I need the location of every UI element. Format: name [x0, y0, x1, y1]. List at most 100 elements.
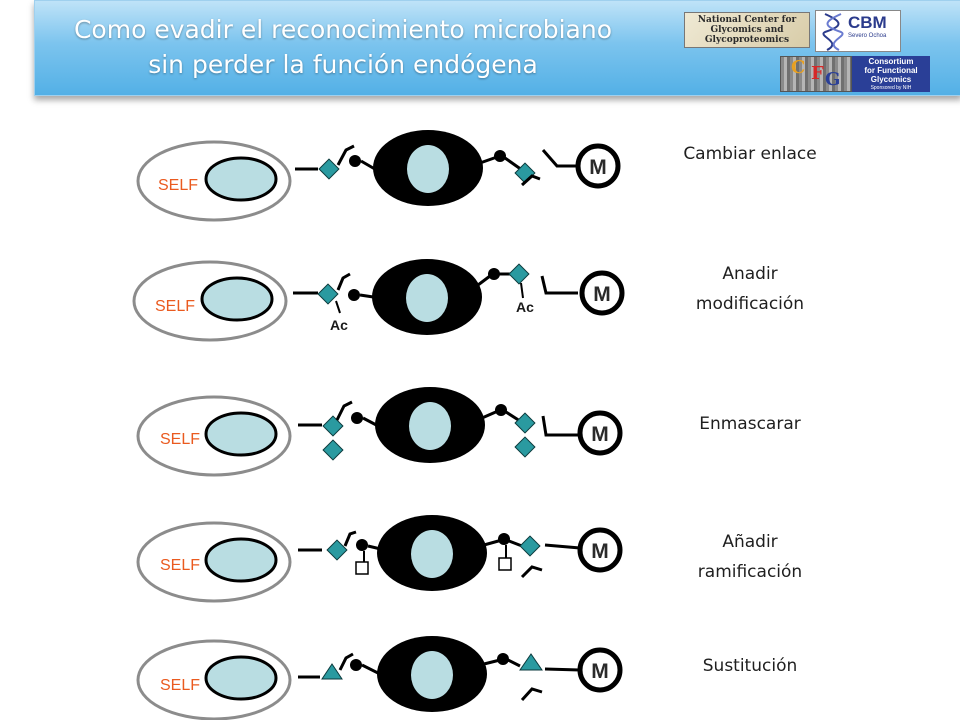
cbm-logo-name: CBM	[848, 13, 887, 32]
mannose-m-label: M	[591, 540, 609, 563]
glycan-stem	[504, 156, 523, 172]
self-cell-nucleus	[204, 655, 278, 701]
cfg-logo-line-1: Consortium	[868, 57, 914, 66]
glycan-triangle	[519, 653, 543, 671]
row-label-line: Anadir	[722, 264, 778, 284]
branch-square	[498, 557, 512, 571]
mannose-m-label: M	[589, 156, 607, 179]
cfg-logo-line-4: Sponsored by NIH	[870, 85, 912, 91]
glycan-link	[540, 275, 578, 295]
slide-title-line-2: sin perder la función endógena	[148, 50, 538, 79]
self-label: SELF	[160, 557, 200, 574]
glycan-circle	[350, 659, 362, 671]
mannose-m-circle	[579, 270, 625, 316]
glycan-diamond	[326, 539, 348, 561]
row-label-line: Sustitución	[702, 656, 798, 676]
row-label-line: modificación	[695, 294, 805, 314]
row-label-line: Añadir	[722, 532, 778, 552]
cbm-logo: CBM Severo Ochoa	[815, 10, 901, 52]
row-cambiar-enlace: SELF M	[136, 130, 621, 222]
glycan-link	[335, 400, 353, 421]
glycan-stem	[505, 410, 521, 423]
glycan-circle	[349, 155, 361, 167]
ncfg-logo-line-2: Glycomics and	[710, 25, 784, 35]
row-anadir-modificacion: SELF Ac Ac M	[132, 259, 625, 342]
row-label-anadir-modificacion: Anadir modificación	[660, 259, 840, 319]
self-cell-nucleus	[200, 276, 274, 322]
ncfg-logo-line-3: Glycoproteomics	[704, 35, 790, 45]
slide-title-line-1: Como evadir el reconocimiento microbiano	[73, 15, 613, 44]
glycan-link	[343, 530, 357, 547]
cbm-logo-subtitle: Severo Ochoa	[848, 33, 887, 39]
ac-link	[335, 300, 341, 314]
glycan-circle	[498, 533, 510, 545]
glycan-circle	[497, 653, 509, 665]
microbe-nucleus	[411, 530, 453, 578]
acetyl-label-right: Ac	[516, 299, 534, 315]
glycan-link	[544, 543, 581, 550]
mannose-m-label: M	[591, 660, 609, 683]
glycan-link	[520, 565, 543, 579]
row-anadir-ramificacion: SELF M	[136, 515, 623, 603]
self-cell-nucleus	[204, 156, 278, 202]
cfg-logo-image: C F G	[780, 56, 852, 92]
dna-icon	[822, 13, 844, 51]
glycan-circle	[356, 539, 368, 551]
glycan-diamond	[317, 283, 339, 305]
microbe-nucleus	[406, 274, 448, 322]
glycan-link	[520, 174, 541, 187]
ncfg-logo: National Center for Glycomics and Glycop…	[684, 12, 810, 48]
glycan-diamond	[318, 158, 340, 180]
self-label: SELF	[158, 177, 198, 194]
cfg-logo-letter-f: F	[811, 63, 824, 84]
microbe-nucleus	[407, 145, 449, 193]
glycan-link	[336, 144, 355, 166]
mannose-m-label: M	[593, 283, 611, 306]
microbe-nucleus	[409, 402, 451, 450]
ncfg-logo-line-1: National Center for	[697, 15, 797, 25]
self-cell-nucleus	[204, 537, 278, 583]
glycan-stem	[479, 155, 498, 165]
glycan-circle	[348, 289, 360, 301]
glycan-circle	[351, 412, 363, 424]
cfg-logo-letter-c: C	[791, 57, 806, 78]
row-label-line: Enmascarar	[699, 414, 801, 434]
self-label: SELF	[155, 298, 195, 315]
glycan-diamond	[514, 412, 536, 434]
glycan-circle	[494, 150, 506, 162]
glycan-link	[338, 652, 354, 671]
row-label-sustitucion: Sustitución	[660, 651, 840, 681]
glycan-diamond	[519, 535, 541, 557]
row-label-line: Cambiar enlace	[683, 144, 817, 164]
glycan-stem	[507, 658, 521, 668]
ac-link	[520, 282, 524, 299]
glycan-circle	[488, 268, 500, 280]
glycan-stem	[481, 409, 499, 420]
branch-square	[355, 561, 369, 575]
cfg-logo-line-2: for Functional	[864, 66, 918, 75]
glycan-link	[336, 272, 351, 291]
cfg-logo-line-3: Glycomics	[870, 75, 912, 84]
self-cell-nucleus	[204, 411, 278, 457]
glycan-diamond	[322, 415, 344, 437]
glycan-link	[520, 687, 543, 702]
self-label: SELF	[160, 431, 200, 448]
glycan-link	[544, 667, 581, 672]
row-label-line: ramificación	[697, 562, 803, 582]
row-enmascarar: SELF M	[136, 387, 623, 477]
mannose-m-circle	[577, 647, 623, 693]
row-label-enmascarar: Enmascarar	[660, 409, 840, 439]
glycan-diamond	[508, 263, 530, 285]
glycan-diamond	[322, 439, 344, 461]
cfg-logo-text: Consortium for Functional Glycomics Spon…	[852, 56, 930, 92]
mannose-m-circle	[575, 143, 621, 189]
cfg-logo-letter-g: G	[825, 69, 841, 90]
row-label-cambiar-enlace: Cambiar enlace	[660, 139, 840, 169]
glycan-stem	[508, 539, 523, 548]
mannose-m-label: M	[591, 423, 609, 446]
glycan-stem	[477, 274, 491, 287]
microbe-nucleus	[411, 651, 453, 699]
glycan-link	[541, 149, 580, 168]
glycan-circle	[495, 404, 507, 416]
